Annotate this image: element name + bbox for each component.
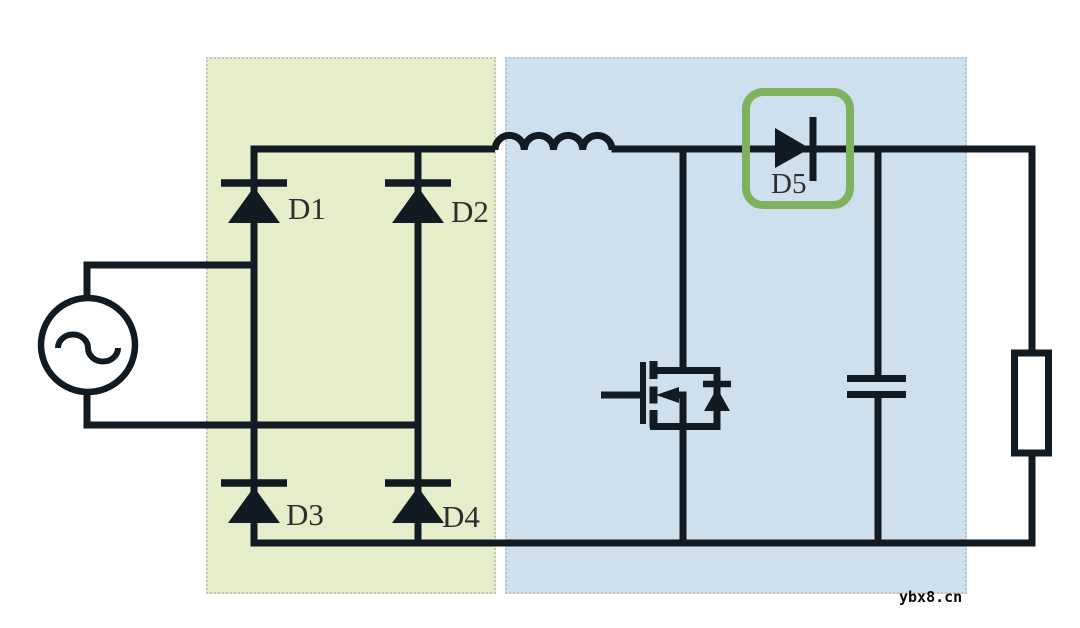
- diode-d2-label: D2: [451, 194, 489, 229]
- mosfet-switch: [601, 361, 731, 430]
- mosfet-body-arrow-icon: [656, 387, 679, 403]
- diode-d1-label: D1: [288, 191, 326, 226]
- inductor-coil-icon: [491, 131, 616, 151]
- sine-wave-icon: [55, 331, 121, 365]
- diode-d4: [385, 479, 451, 523]
- diode-d2: [385, 179, 451, 223]
- capacitor-plates-icon: [847, 375, 906, 398]
- output-capacitor: [847, 375, 906, 398]
- diode-d1: [221, 179, 287, 223]
- diode-d3: [221, 479, 287, 523]
- inductor: [491, 131, 616, 151]
- wire-ac-top: [83, 261, 254, 299]
- d1-anode-triangle: [228, 187, 280, 223]
- d5-highlight-box: [742, 88, 854, 209]
- ac-source-circle: [37, 294, 139, 396]
- diode-d5: [775, 117, 817, 181]
- diode-d3-label: D3: [286, 497, 324, 532]
- body-diode-triangle: [704, 388, 730, 411]
- d2-anode-triangle: [392, 187, 444, 223]
- diode-d5-label: D5: [771, 168, 807, 200]
- d5-anode-triangle: [775, 128, 810, 168]
- diode-d4-label: D4: [442, 499, 480, 534]
- ac-source: [37, 294, 139, 396]
- load-resistor: [1011, 349, 1052, 457]
- wire-ac-bottom: [83, 391, 418, 429]
- watermark: ybx8.cn: [899, 588, 963, 606]
- d4-anode-triangle: [392, 487, 444, 523]
- d3-anode-triangle: [228, 487, 280, 523]
- resistor-body: [1011, 349, 1052, 457]
